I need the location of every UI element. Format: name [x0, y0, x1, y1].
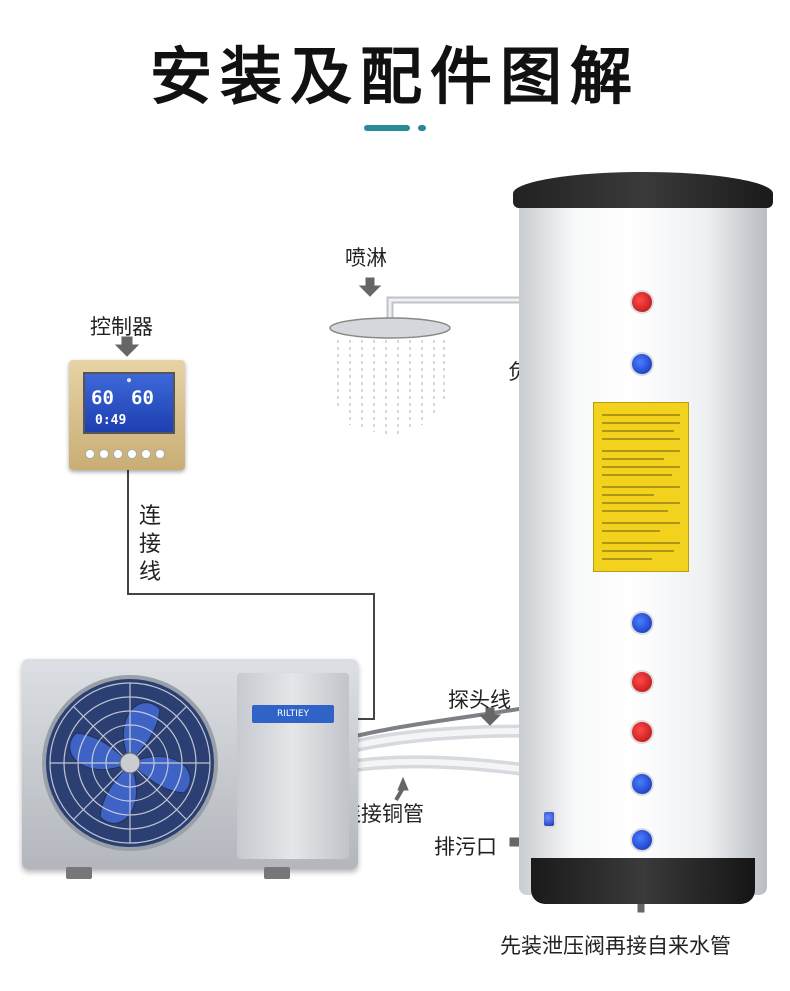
label-install-note: 先装泄压阀再接自来水管 [500, 934, 731, 958]
page-title: 安装及配件图解 [149, 40, 640, 113]
screen-temp-left: 60 [91, 387, 114, 409]
unit-foot [66, 867, 92, 879]
title-accent-dot [418, 125, 426, 131]
controller-device: ● 60 60 0:49 [69, 360, 185, 470]
label-drain-outlet: 排污口 [434, 835, 497, 859]
label-shower: 喷淋 [345, 246, 387, 270]
drain-outlet-port [542, 810, 556, 828]
cold-water-inlet-port [630, 828, 654, 852]
arrow-controller [114, 336, 140, 357]
arrow-probe [478, 707, 502, 726]
fan-icon [42, 675, 218, 851]
controller-wire [127, 468, 375, 720]
shower-head [329, 317, 451, 339]
warning-label [593, 402, 689, 572]
screen-time: 0:49 [95, 413, 127, 428]
unit-foot [264, 867, 290, 879]
hot-water-outlet-port [630, 290, 654, 314]
probe-port [630, 670, 654, 694]
controller-button [85, 449, 95, 459]
outdoor-heat-pump-unit: RILTIEY [22, 659, 358, 869]
controller-button [99, 449, 109, 459]
shower-water [337, 340, 445, 434]
negative-pressure-valve-port [630, 352, 654, 376]
pipe-inlet-port-hot [630, 720, 654, 744]
arrow-shower [358, 277, 382, 297]
warning-label-graphic [602, 414, 680, 560]
label-probe-wire: 探头线 [448, 688, 511, 712]
controller-screen: ● 60 60 0:49 [83, 372, 175, 434]
tank-top-cap [513, 172, 773, 208]
screen-temp-right: 60 [131, 387, 154, 409]
label-connecting-wire: 连接线 [138, 504, 161, 585]
magnesium-rod-port [630, 611, 654, 635]
controller-button [127, 449, 137, 459]
controller-button [113, 449, 123, 459]
label-controller: 控制器 [90, 315, 153, 339]
brand-logo: RILTIEY [252, 705, 334, 723]
title-accent-bar [364, 125, 410, 131]
pipe-inlet-port-cold [630, 772, 654, 796]
screen-header: ● [126, 376, 132, 384]
controller-button [155, 449, 165, 459]
tank-base [531, 858, 755, 904]
unit-side-panel [237, 673, 349, 859]
controller-button [141, 449, 151, 459]
